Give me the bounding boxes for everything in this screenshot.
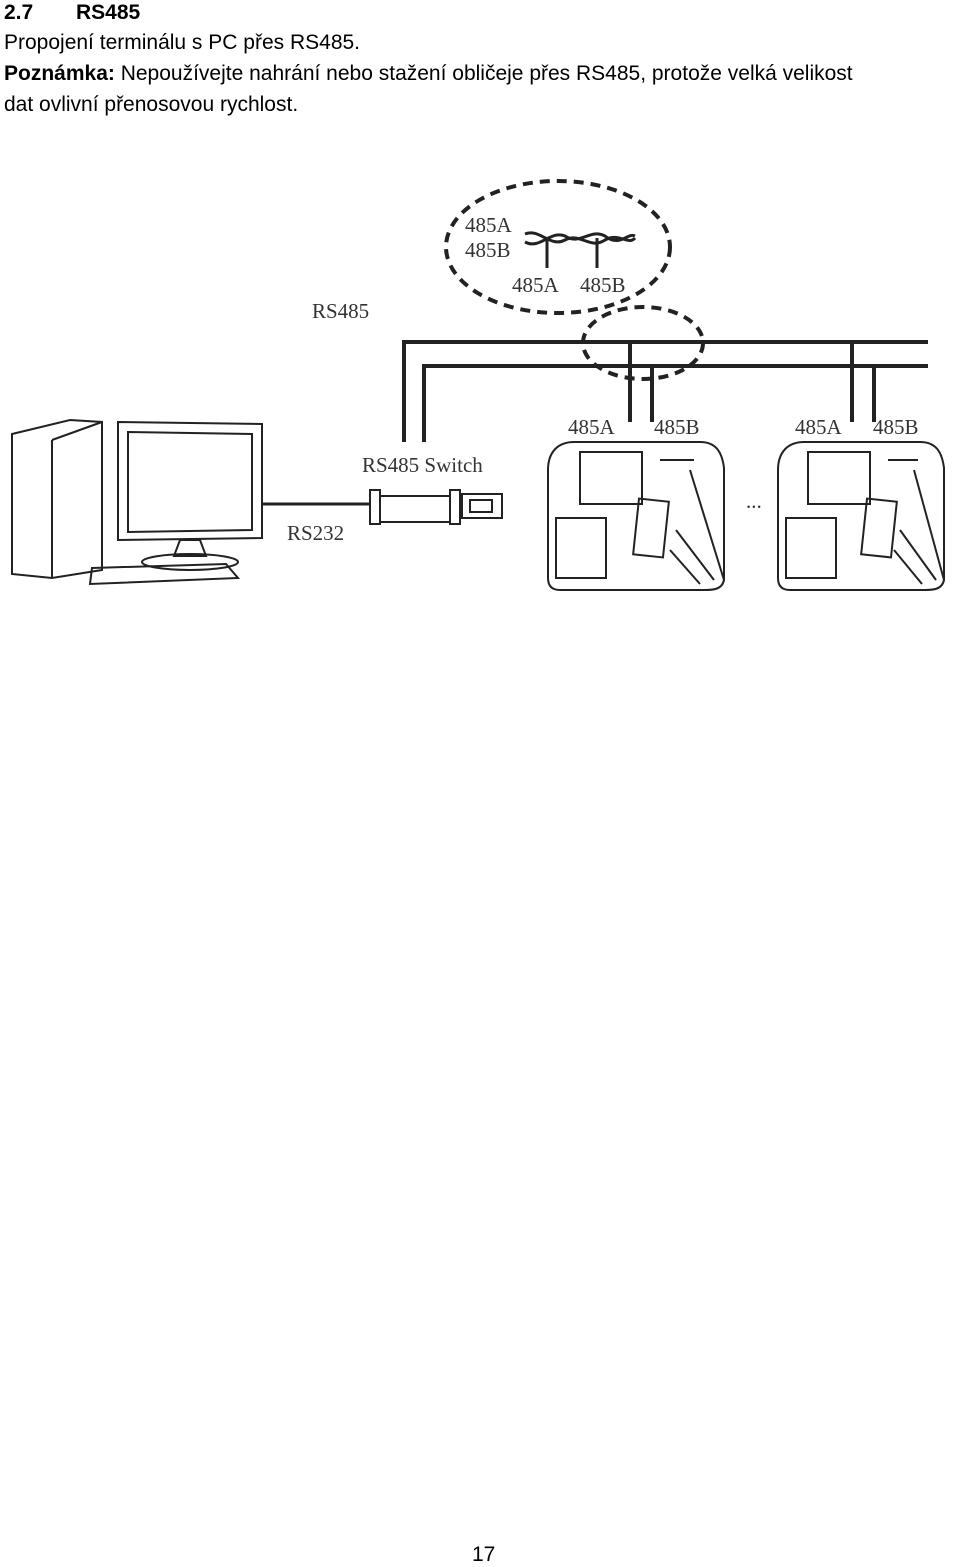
switch-label: RS485 Switch — [362, 453, 483, 477]
bus-label: RS485 — [312, 299, 369, 323]
section-title: RS485 — [76, 1, 141, 24]
rs485-bus — [402, 340, 928, 442]
note-text-1: Nepoužívejte nahrání nebo stažení obliče… — [114, 62, 853, 85]
face-terminal-1-icon — [547, 441, 725, 591]
terminal2-label-485b: 485B — [873, 415, 919, 439]
twisted-label-485a: 485A — [512, 273, 560, 297]
face-terminal-2-icon — [777, 441, 945, 591]
terminal2-label-485a: 485A — [795, 415, 843, 439]
note-label: Poznámka: — [4, 62, 115, 85]
terminal1-label-485b: 485B — [654, 415, 700, 439]
section-number: 2.7 — [4, 1, 34, 24]
section-heading: 2.7 RS485 — [4, 1, 140, 25]
terminal1-label-485a: 485A — [568, 415, 616, 439]
intro-text: Propojení terminálu s PC přes RS485. — [4, 31, 361, 54]
computer-icon — [11, 418, 263, 586]
more-terminals-ellipsis: ... — [746, 489, 762, 513]
note-line-2: dat ovlivní přenosovou rychlost. — [4, 93, 299, 116]
twisted-label-485b: 485B — [580, 273, 626, 297]
twisted-pair-icon — [524, 231, 637, 268]
page-number: 17 — [472, 1543, 496, 1566]
zoom-label-485a: 485A — [465, 213, 513, 237]
rs485-switch-icon — [369, 489, 503, 525]
rs485-wiring-diagram: 485A 485B 485A 485B RS485 485A 485B 485A… — [11, 179, 945, 591]
rs232-label: RS232 — [287, 521, 344, 545]
zoom-label-485b: 485B — [465, 238, 511, 262]
note-line-1: Poznámka: Nepoužívejte nahrání nebo staž… — [4, 62, 853, 86]
zoom-circle — [444, 179, 672, 315]
